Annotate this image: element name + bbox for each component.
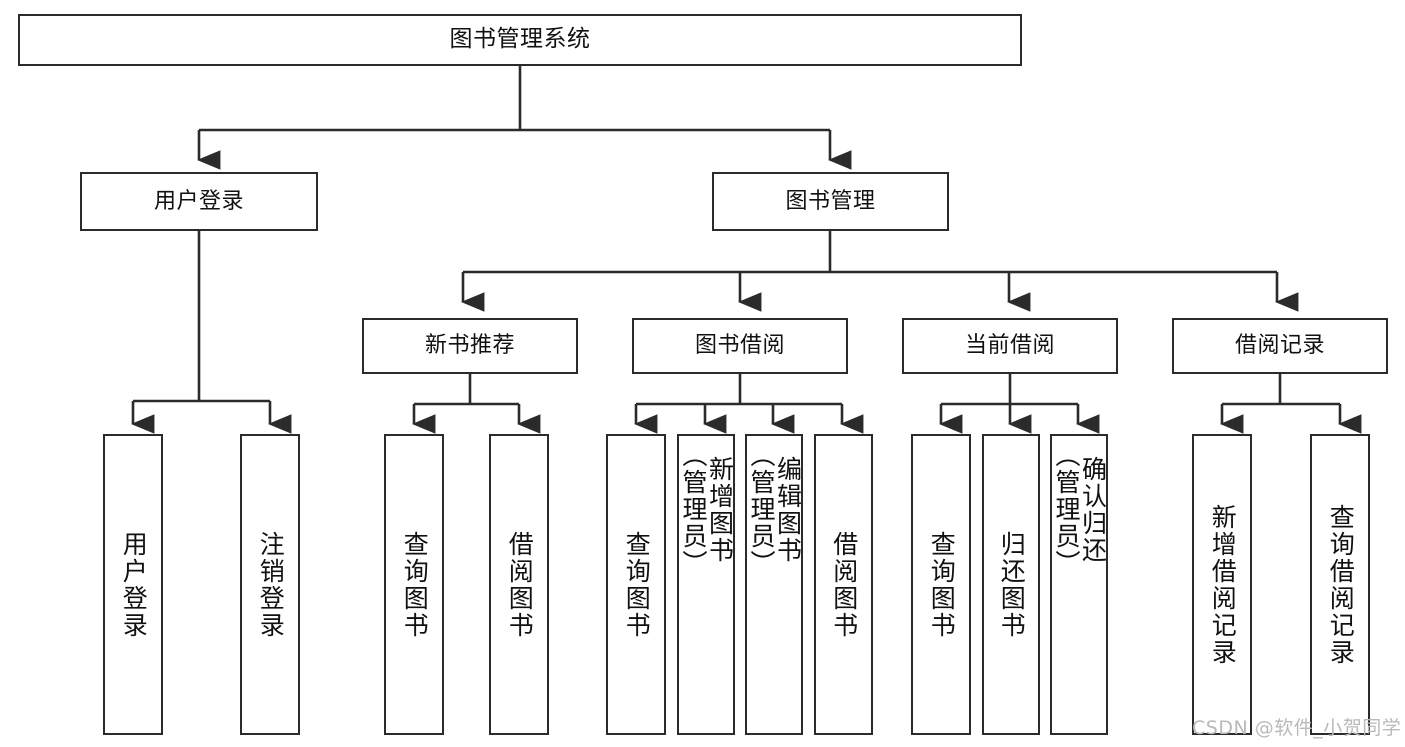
- leaf-user-login[interactable]: 用户登录: [103, 434, 163, 735]
- node-label: 归还图书: [997, 530, 1027, 639]
- leaf-borrow-book-recommend[interactable]: 借阅图书: [489, 434, 549, 735]
- node-label: 当前借阅: [964, 333, 1055, 359]
- node-label: 图书管理系统: [449, 26, 591, 53]
- node-label: 新书推荐: [424, 333, 515, 359]
- node-label: 查询图书: [927, 530, 957, 639]
- leaf-query-book-current[interactable]: 查询图书: [911, 434, 971, 735]
- node-label: 编辑图书 （管理员）: [747, 442, 803, 577]
- node-label: 用户登录: [153, 188, 244, 214]
- node-book-borrow[interactable]: 图书借阅: [632, 318, 848, 374]
- node-current-borrow[interactable]: 当前借阅: [902, 318, 1118, 374]
- node-label: 借阅图书: [505, 530, 535, 639]
- csdn-watermark: CSDN @软件_小贺同学: [1192, 717, 1402, 739]
- leaf-confirm-return-admin[interactable]: 确认归还 （管理员）: [1050, 434, 1108, 735]
- leaf-add-book-admin[interactable]: 新增图书 （管理员）: [677, 434, 735, 735]
- node-label: 确认归还 （管理员）: [1052, 442, 1108, 577]
- node-label: 图书管理: [785, 188, 876, 214]
- node-label: 新增图书 （管理员）: [679, 442, 735, 577]
- node-label: 查询图书: [622, 530, 652, 639]
- node-label: 注销登录: [256, 530, 286, 639]
- node-book-management[interactable]: 图书管理: [712, 172, 949, 231]
- leaf-edit-book-admin[interactable]: 编辑图书 （管理员）: [745, 434, 803, 735]
- leaf-logout[interactable]: 注销登录: [240, 434, 300, 735]
- node-label: 图书借阅: [694, 333, 785, 359]
- node-label: 借阅图书: [829, 530, 859, 639]
- node-new-book-recommend[interactable]: 新书推荐: [362, 318, 578, 374]
- node-label: 新增借阅记录: [1208, 503, 1238, 666]
- leaf-query-book-borrow[interactable]: 查询图书: [606, 434, 666, 735]
- leaf-query-book-recommend[interactable]: 查询图书: [384, 434, 444, 735]
- node-label: 用户登录: [119, 530, 149, 639]
- leaf-return-book[interactable]: 归还图书: [982, 434, 1040, 735]
- leaf-add-borrow-record[interactable]: 新增借阅记录: [1192, 434, 1252, 735]
- node-user-login[interactable]: 用户登录: [80, 172, 318, 231]
- leaf-borrow-book[interactable]: 借阅图书: [814, 434, 873, 735]
- node-label: 查询图书: [400, 530, 430, 639]
- node-label: 查询借阅记录: [1326, 503, 1356, 666]
- node-label: 借阅记录: [1234, 333, 1325, 359]
- node-root-system[interactable]: 图书管理系统: [18, 14, 1022, 66]
- node-borrow-record[interactable]: 借阅记录: [1172, 318, 1388, 374]
- leaf-query-borrow-record[interactable]: 查询借阅记录: [1310, 434, 1370, 735]
